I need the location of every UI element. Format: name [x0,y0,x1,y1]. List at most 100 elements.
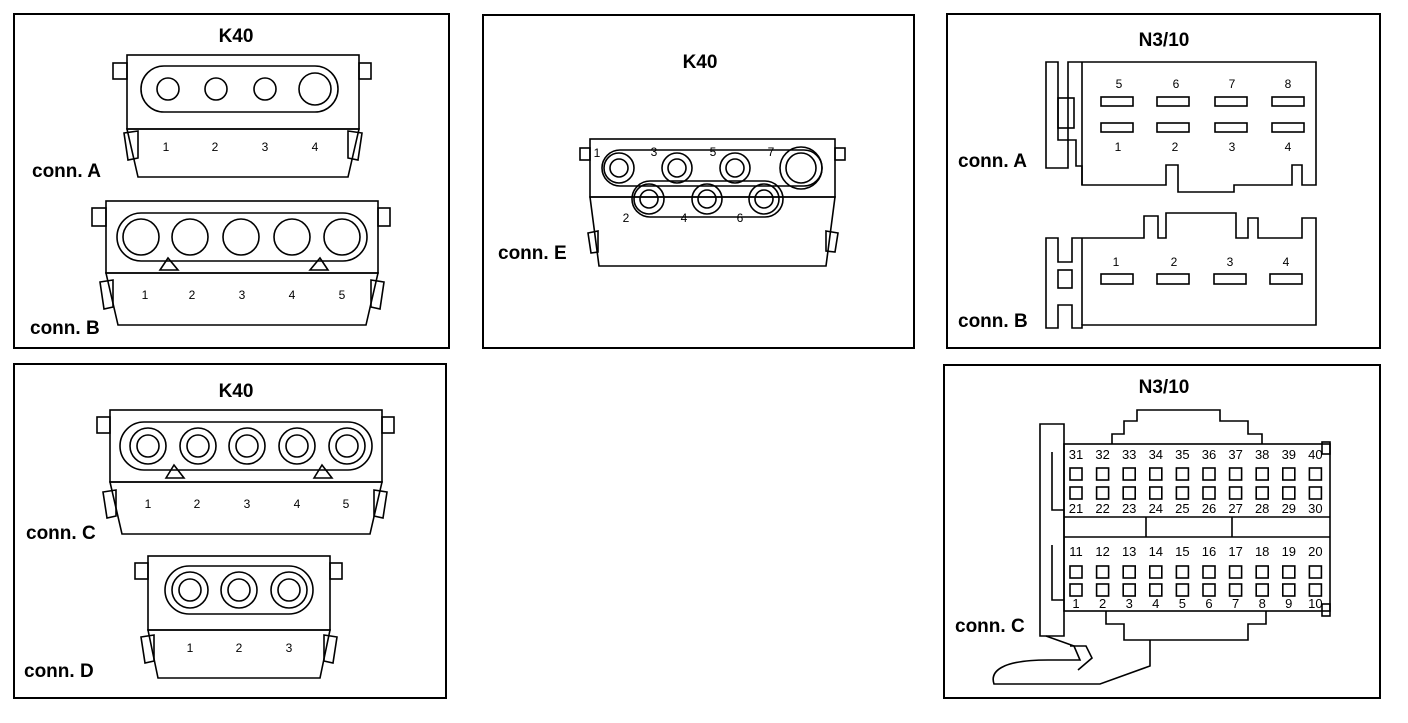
connector-base [104,272,380,326]
pin-slot [1213,273,1247,285]
pin-cavity [1202,467,1216,481]
pin-cavity-large [222,218,260,256]
pin-cavity [1095,583,1110,597]
pin-number: 12 [1095,544,1109,559]
latch-tab [329,562,343,580]
pin-number: 19 [1282,544,1296,559]
pin-number: 17 [1228,544,1242,559]
pin-cavity [1069,583,1083,597]
pin-cavity [1069,565,1083,579]
pin-cavity [1095,486,1110,500]
pin-number: 6 [1173,77,1180,91]
pin-number: 36 [1202,447,1216,462]
pin-number: 9 [1285,596,1292,611]
pin-cavity [748,183,780,215]
pin-number: 22 [1095,501,1109,516]
pin-hole [277,578,301,602]
cavity-outline-bottom [631,180,784,218]
cavity-outline [164,565,314,615]
connector-top-boss [1111,409,1263,444]
pin-number: 6 [737,211,744,225]
pin-hole [754,189,774,209]
pin-cavity [328,427,366,465]
cable-detail [1070,645,1093,671]
connector-body [105,200,379,274]
connector-bottom-boss [1105,611,1267,641]
side-tab [370,279,385,310]
connector-base [589,196,836,267]
pin-cavity [1122,486,1136,500]
panel-frame [943,364,1381,699]
panel-title: N3/10 [1139,30,1190,51]
pin-cavity [1282,565,1296,579]
pin-cavity [661,152,693,184]
pin-cavity-large [779,146,823,190]
pin-number: 2 [1171,255,1178,269]
side-tab [347,130,363,161]
latch-tab [112,62,128,80]
pin-number: 23 [1122,501,1136,516]
pin-number: 13 [1122,544,1136,559]
pin-number: 4 [1285,140,1292,154]
pin-number: 4 [289,288,296,302]
pin-cavity [228,427,266,465]
pin-number: 31 [1069,447,1083,462]
pin-number: 8 [1259,596,1266,611]
pin-slot [1100,273,1134,285]
pin-number: 1 [1072,596,1079,611]
pin-number: 3 [1229,140,1236,154]
panel-n310-ab: N3/10 5 6 7 8 1 2 3 4 conn. A 1 2 3 4 co… [946,13,1381,349]
pin-number: 2 [236,641,243,655]
key-notch [158,256,180,271]
connector-b: 1 2 3 4 5 [91,200,391,326]
pin-hole [725,158,745,178]
side-tab [373,489,388,519]
side-bracket [1039,423,1065,637]
side-slot [1057,269,1073,289]
pin-cavity [1228,583,1243,597]
panel-title: N3/10 [1139,377,1190,398]
cable-harness [992,635,1151,685]
pin-hole [609,158,629,178]
connector-body [147,555,331,631]
pin-cavity [1175,565,1190,579]
side-tab [123,130,139,161]
pin-slot [1100,96,1134,107]
pin-cavity-large [171,218,209,256]
connector-label: conn. A [32,161,101,182]
connector-label: conn. A [958,151,1027,172]
pin-number: 39 [1282,447,1296,462]
pin-number: 7 [768,145,775,159]
pin-cavity [1175,486,1190,500]
latch-tab [1321,441,1331,455]
pin-number: 30 [1308,501,1322,516]
pin-cavity [1228,565,1243,579]
pin-number: 3 [239,288,246,302]
pin-hole [785,152,817,184]
pin-number: 5 [339,288,346,302]
connector-base [147,629,331,679]
pin-number: 2 [1172,140,1179,154]
pin-cavity [1149,486,1163,500]
connector-label: conn. B [958,311,1028,332]
pin-cavity [1095,565,1110,579]
pin-cavity [1202,583,1216,597]
pin-number: 38 [1255,447,1269,462]
pin-number: 15 [1175,544,1189,559]
pin-number: 3 [651,145,658,159]
pin-number: 5 [343,497,350,511]
pin-number: 14 [1149,544,1163,559]
pin-number: 21 [1069,501,1083,516]
pin-number: 4 [1152,596,1159,611]
side-tab [323,634,338,664]
pin-number: 3 [1227,255,1234,269]
pin-hole [178,578,202,602]
pin-number: 2 [194,497,201,511]
pin-cavity [1149,583,1163,597]
panel-title: K40 [683,52,718,73]
pin-hole [186,434,210,458]
pin-number: 1 [145,497,152,511]
latch-tab [381,416,395,434]
pin-number: 29 [1282,501,1296,516]
pin-number: 2 [1099,596,1106,611]
